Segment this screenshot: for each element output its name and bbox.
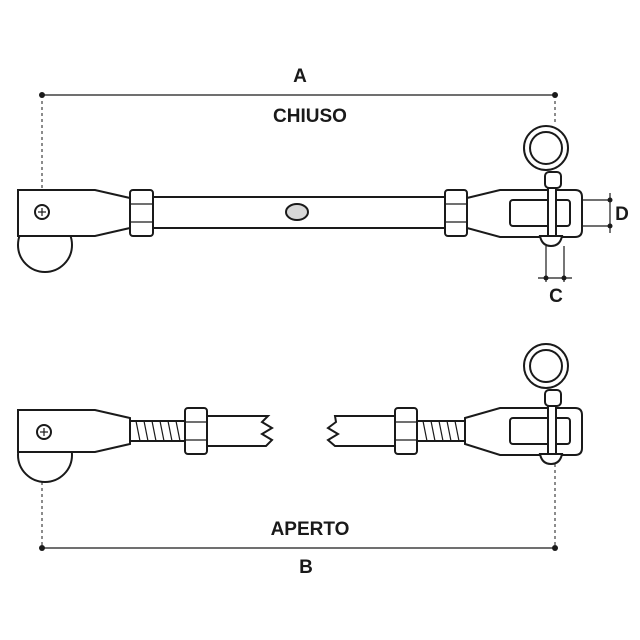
dim-c-label: C [549,286,563,307]
dimension-a [39,92,558,195]
dimension-c [538,246,572,282]
dim-b-label: B [299,557,313,578]
closed-label: CHIUSO [273,106,347,127]
dim-d-label: D [615,204,629,225]
dim-a-label: A [293,66,307,87]
turnbuckle-closed [17,125,583,273]
turnbuckle-open [17,343,583,483]
dimension-b [39,464,558,551]
open-label: APERTO [271,519,350,540]
dimension-d [583,193,613,233]
